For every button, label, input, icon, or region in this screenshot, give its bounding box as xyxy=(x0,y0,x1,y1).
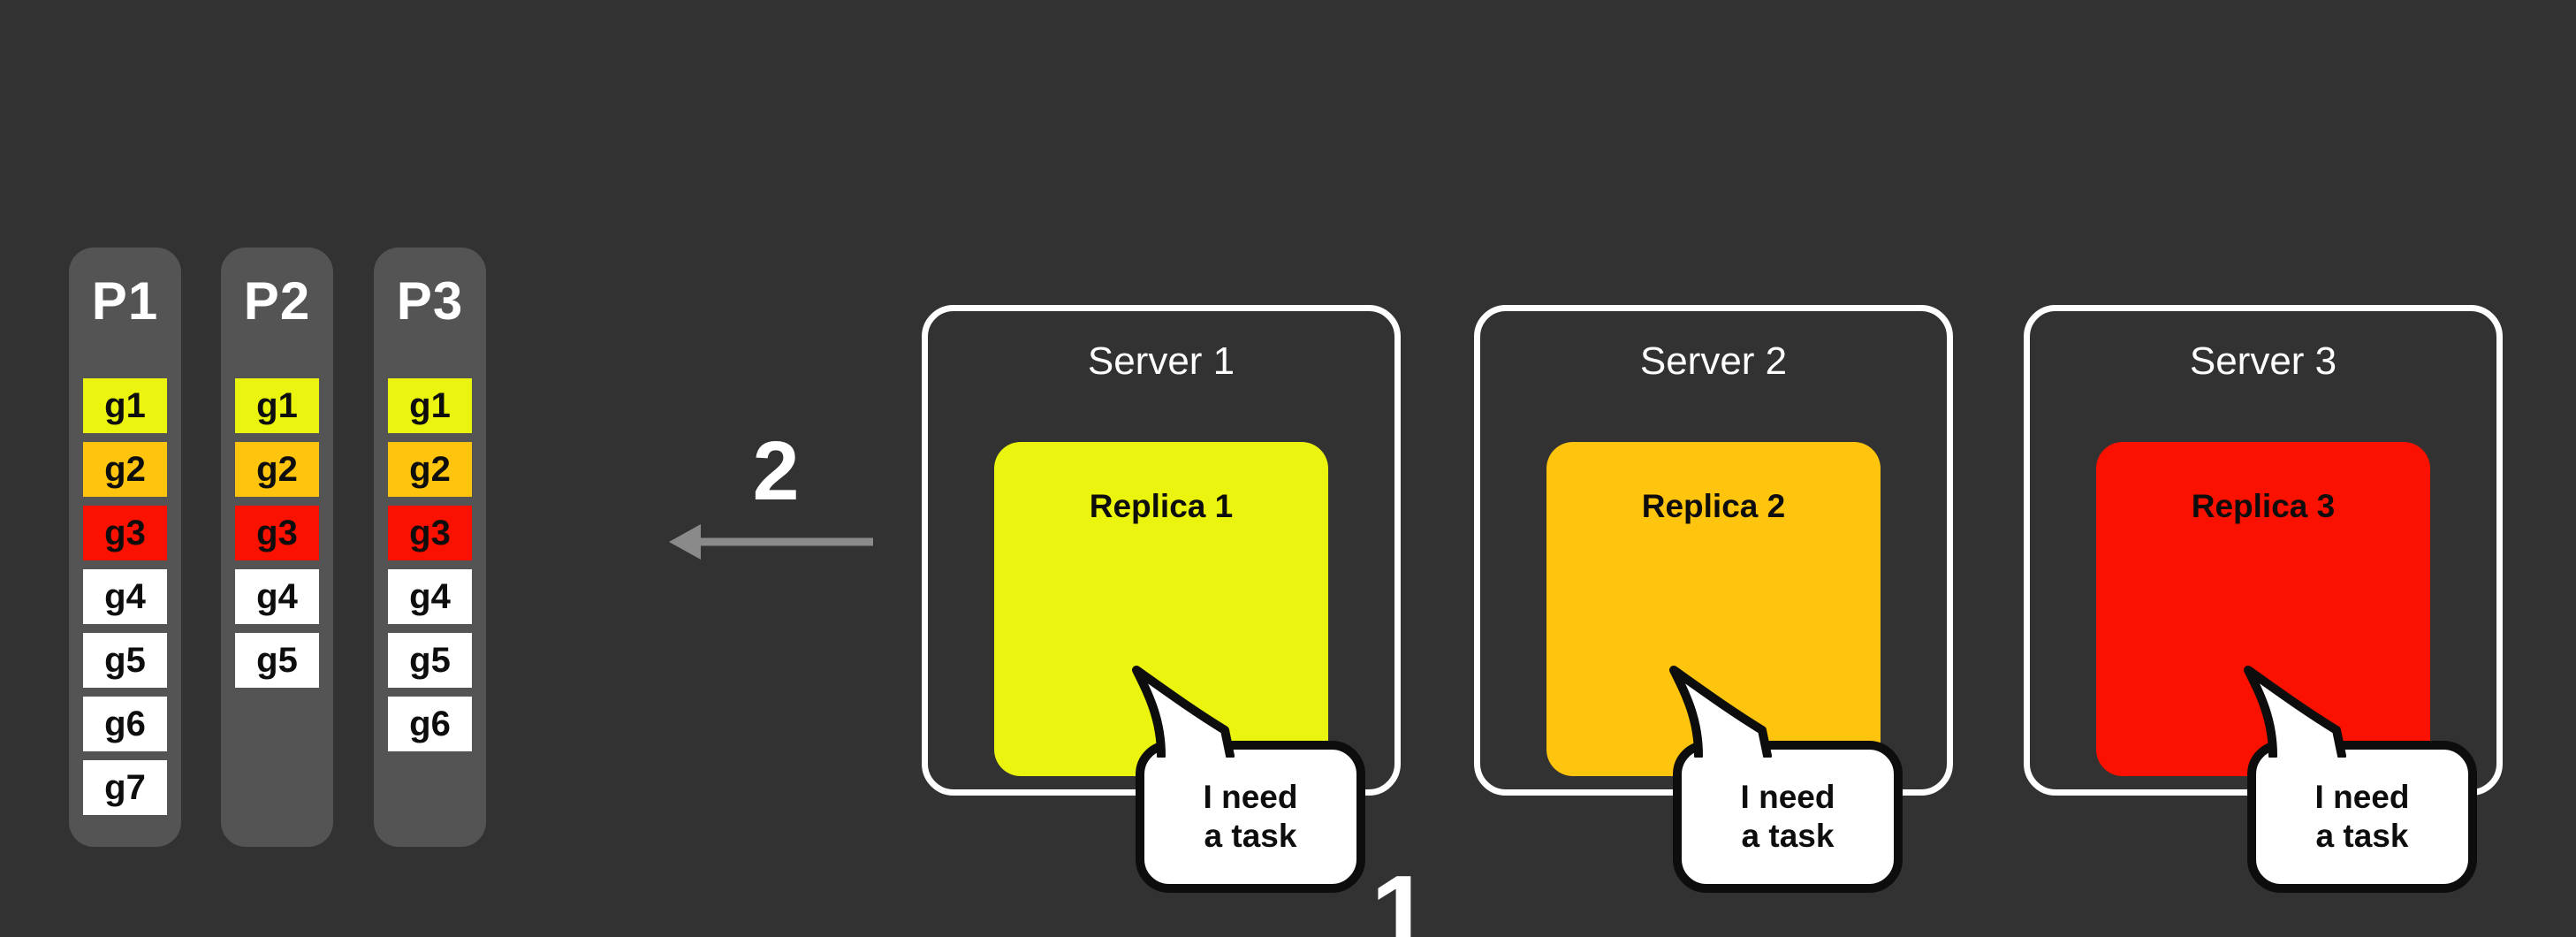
task-cell: g1 xyxy=(388,378,472,433)
server-title: Server 3 xyxy=(2189,339,2337,383)
speech-bubble-server-1: I need a task xyxy=(1136,741,1365,893)
partition-p1: P1 g1 g2 g3 g4 g5 g6 g7 xyxy=(69,248,181,847)
server-title: Server 1 xyxy=(1087,339,1235,383)
server-title: Server 2 xyxy=(1639,339,1788,383)
step-2-label: 2 xyxy=(752,424,800,518)
partition-p2: P2 g1 g2 g3 g4 g5 xyxy=(221,248,333,847)
task-cell: g4 xyxy=(235,569,319,624)
speech-bubble-tail-icon xyxy=(1668,665,1801,760)
bubble-text-line1: I need xyxy=(1203,778,1298,815)
bubble-text-line1: I need xyxy=(2314,778,2410,815)
task-cell: g2 xyxy=(83,442,167,497)
speech-bubble-server-3: I need a task xyxy=(2247,741,2477,893)
partition-task-list: g1 g2 g3 g4 g5 g6 xyxy=(388,378,472,751)
partition-label: P2 xyxy=(243,271,311,331)
task-cell: g3 xyxy=(83,506,167,560)
task-cell: g3 xyxy=(235,506,319,560)
bubble-text-line2: a task xyxy=(2315,818,2409,854)
bubble-text-line2: a task xyxy=(1204,818,1297,854)
replica-3: Replica 3 xyxy=(2096,442,2430,776)
bubble-text-line1: I need xyxy=(1740,778,1835,815)
replica-label: Replica 2 xyxy=(1641,488,1786,524)
step-1-label: 1 xyxy=(1371,853,1431,937)
task-cell: g3 xyxy=(388,506,472,560)
speech-bubble-server-2: I need a task xyxy=(1673,741,1903,893)
task-cell: g4 xyxy=(388,569,472,624)
task-cell: g5 xyxy=(388,633,472,688)
task-cell: g5 xyxy=(83,633,167,688)
task-cell: g6 xyxy=(83,697,167,751)
task-cell: g4 xyxy=(83,569,167,624)
task-cell: g1 xyxy=(235,378,319,433)
task-cell: g1 xyxy=(83,378,167,433)
left-arrow-icon xyxy=(667,522,884,561)
partition-label: P3 xyxy=(396,271,464,331)
task-cell: g2 xyxy=(388,442,472,497)
task-cell: g7 xyxy=(83,760,167,815)
speech-bubble-tail-icon xyxy=(2243,665,2375,760)
partition-p3: P3 g1 g2 g3 g4 g5 g6 xyxy=(374,248,486,847)
server-3-box: Server 3 Replica 3 xyxy=(2024,305,2503,796)
partition-task-list: g1 g2 g3 g4 g5 g6 g7 xyxy=(83,378,167,815)
speech-bubble-tail-icon xyxy=(1131,665,1264,760)
task-cell: g5 xyxy=(235,633,319,688)
task-cell: g6 xyxy=(388,697,472,751)
bubble-text-line2: a task xyxy=(1741,818,1835,854)
task-cell: g2 xyxy=(235,442,319,497)
partition-label: P1 xyxy=(91,271,159,331)
partition-task-list: g1 g2 g3 g4 g5 xyxy=(235,378,319,688)
replica-label: Replica 3 xyxy=(2191,488,2336,524)
replica-label: Replica 1 xyxy=(1089,488,1234,524)
